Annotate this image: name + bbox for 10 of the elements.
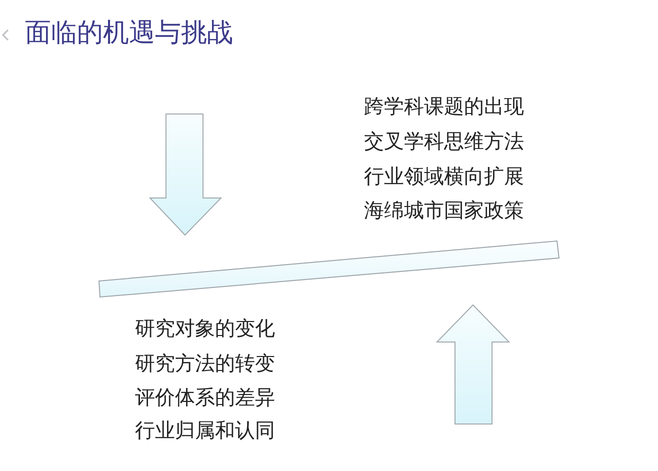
slide-title: 面临的机遇与挑战 [25, 17, 233, 50]
list-item-text: 行业归属和认同 [135, 417, 275, 443]
list-item-text: 评价体系的差异 [135, 384, 275, 410]
list-item-text: 跨学科课题的出现 [364, 93, 524, 119]
list-item-text: 海绵城市国家政策 [364, 197, 524, 223]
list-item-text: 行业领域横向扩展 [364, 163, 524, 189]
lever-bar [98, 240, 560, 298]
list-item-text: 交叉学科思维方法 [364, 128, 524, 154]
list-item-text: 研究方法的转变 [135, 350, 275, 376]
list-item-text: 研究对象的变化 [135, 315, 275, 341]
